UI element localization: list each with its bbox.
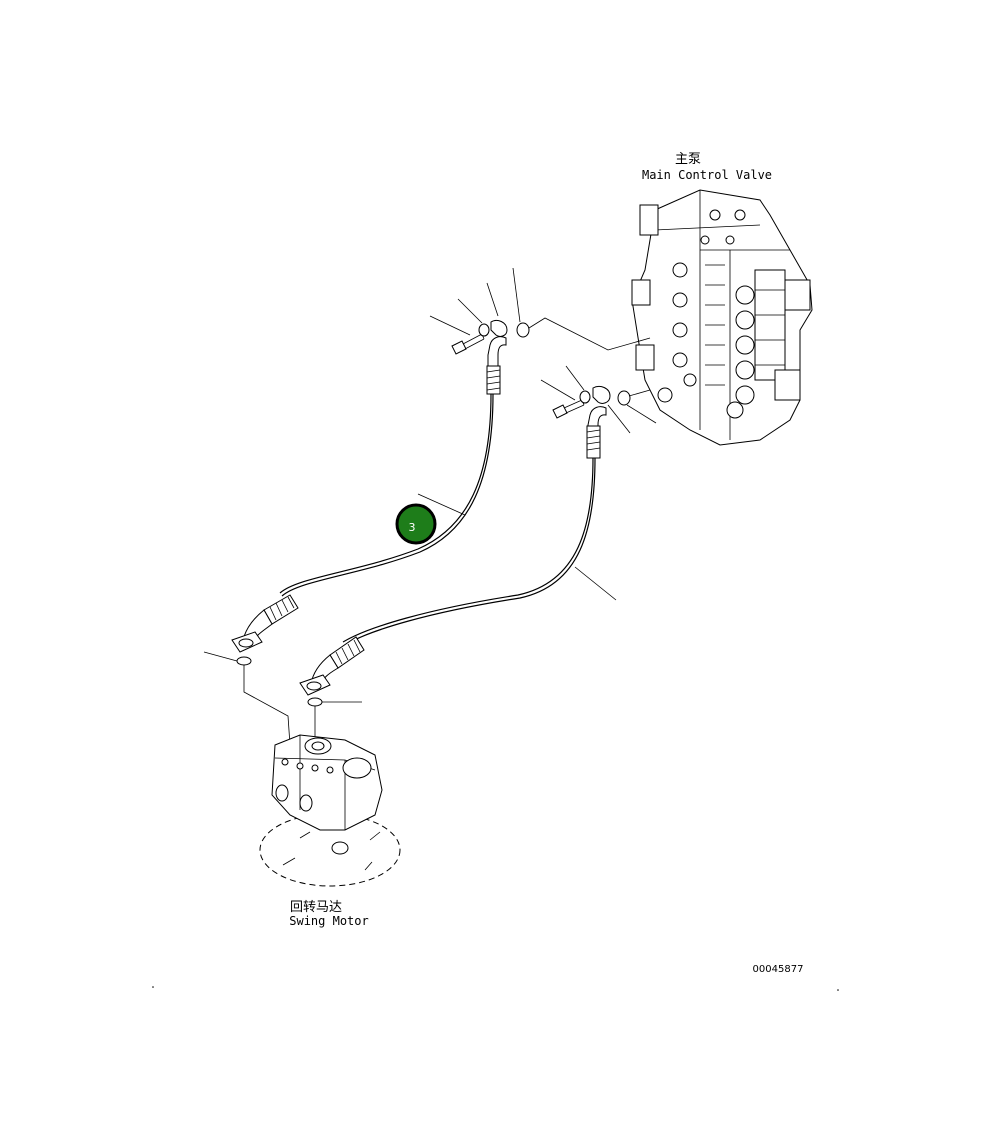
upper-fitting-set-1 xyxy=(429,267,651,395)
corner-mark-right xyxy=(837,989,839,991)
hose-2-leader xyxy=(574,566,617,601)
corner-mark-left xyxy=(152,986,154,988)
lower-fitting-1 xyxy=(203,594,299,746)
lower-fitting-2 xyxy=(299,636,365,742)
swing-motor xyxy=(259,734,401,887)
callout-3-marker[interactable]: 3 xyxy=(395,503,437,545)
callout-3-number: 3 xyxy=(409,521,416,534)
upper-fitting-set-2 xyxy=(540,365,657,459)
drawing-number: 00045877 xyxy=(753,964,804,975)
hose-1 xyxy=(279,393,494,597)
main-valve-label-en: Main Control Valve xyxy=(642,168,772,182)
hose-2 xyxy=(342,457,596,646)
main-control-valve xyxy=(631,189,813,446)
callout-3-leader xyxy=(417,493,466,516)
swing-motor-label-en: Swing Motor xyxy=(289,914,368,928)
main-valve-label-cn: 主泵 xyxy=(675,152,701,167)
swing-motor-label-cn: 回转马达 xyxy=(290,900,342,915)
